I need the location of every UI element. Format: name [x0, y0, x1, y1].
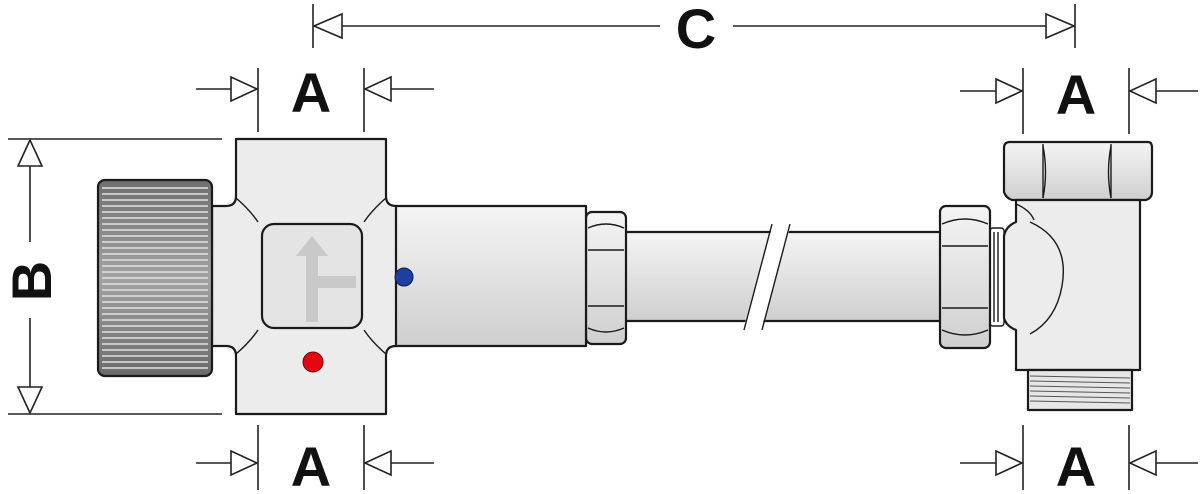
dimension-a-bottom-left-label: A — [291, 435, 331, 494]
thread-line — [1029, 395, 1131, 399]
dimension-a-top-left: A — [196, 61, 434, 132]
flexible-hose — [622, 223, 948, 331]
dimension-c-left-arrow — [311, 12, 343, 40]
valve-groove-bottom-right — [363, 329, 387, 355]
right-hex-nut-body — [938, 204, 992, 350]
dimension-a-bottom-right-arrow-right — [1128, 449, 1157, 477]
elbow-thread-lines — [1029, 375, 1131, 404]
flow-direction-icon — [296, 236, 356, 322]
dimension-a-top-right-arrow-right — [1128, 77, 1157, 105]
thread-line — [1029, 390, 1131, 394]
valve-groove-top-right — [363, 197, 387, 223]
valve-outlet-arm — [378, 204, 588, 348]
hose-break-line-right — [761, 223, 791, 331]
valve-knob — [96, 178, 214, 378]
elbow-hex-curve-2 — [1107, 145, 1112, 199]
elbow-body — [1002, 198, 1142, 372]
elbow-side-boss — [1029, 221, 1064, 335]
dimension-b: B — [0, 138, 222, 415]
right-collar — [989, 227, 1005, 327]
elbow-hex-curve-1 — [1042, 145, 1047, 199]
hose-break-line-left — [743, 223, 773, 331]
dimension-b-label: B — [0, 261, 63, 301]
thread-line — [1029, 375, 1131, 379]
dimension-c: C — [311, 0, 1077, 60]
dimension-a-bottom-right: A — [960, 425, 1198, 494]
hose-tube — [622, 230, 948, 323]
dimension-a-bottom-right-label: A — [1056, 435, 1096, 494]
dimension-a-top-right: A — [960, 63, 1198, 134]
dimension-c-right-arrow — [1045, 12, 1077, 40]
dimension-a-bottom-left-arrow-left — [230, 449, 259, 477]
thread-line — [1029, 385, 1131, 389]
dimension-a-bottom-right-arrow-left — [995, 449, 1024, 477]
elbow-shoulder-curve — [1015, 203, 1035, 221]
dimension-b-bottom-arrow — [16, 386, 44, 415]
thread-line — [1029, 380, 1131, 384]
elbow-top-hex-nut — [1002, 140, 1154, 202]
valve-groove-bottom-left — [235, 329, 259, 355]
dimension-a-top-left-arrow-right — [363, 75, 392, 103]
dimension-a-top-left-label: A — [291, 61, 331, 124]
left-hex-nut-chamfer-top — [587, 223, 625, 229]
hose-break-gap — [744, 228, 790, 326]
left-hex-nut — [584, 210, 628, 346]
valve-groove-top-left — [235, 197, 259, 223]
cold-water-marker — [394, 267, 414, 287]
right-hex-nut-chamfer-top — [941, 218, 989, 225]
dimension-a-bottom-left-arrow-right — [363, 449, 392, 477]
dimension-a-top-right-arrow-left — [995, 77, 1024, 105]
dimension-c-label: C — [676, 0, 716, 60]
dimension-b-top-arrow — [16, 138, 44, 167]
thread-line — [1029, 400, 1131, 404]
left-hex-nut-body — [584, 210, 628, 346]
dimension-a-top-left-arrow-left — [230, 75, 259, 103]
right-hex-nut-chamfer-bottom — [941, 329, 989, 336]
dimension-a-top-right-label: A — [1056, 63, 1096, 126]
left-hex-nut-chamfer-bottom — [587, 327, 625, 333]
elbow-fitting — [1002, 140, 1154, 412]
valve-body — [210, 137, 588, 416]
valve-knob-ribs — [102, 187, 208, 369]
right-hex-nut — [938, 204, 1005, 350]
dimension-a-bottom-left: A — [196, 425, 434, 494]
hot-water-marker — [302, 351, 324, 373]
